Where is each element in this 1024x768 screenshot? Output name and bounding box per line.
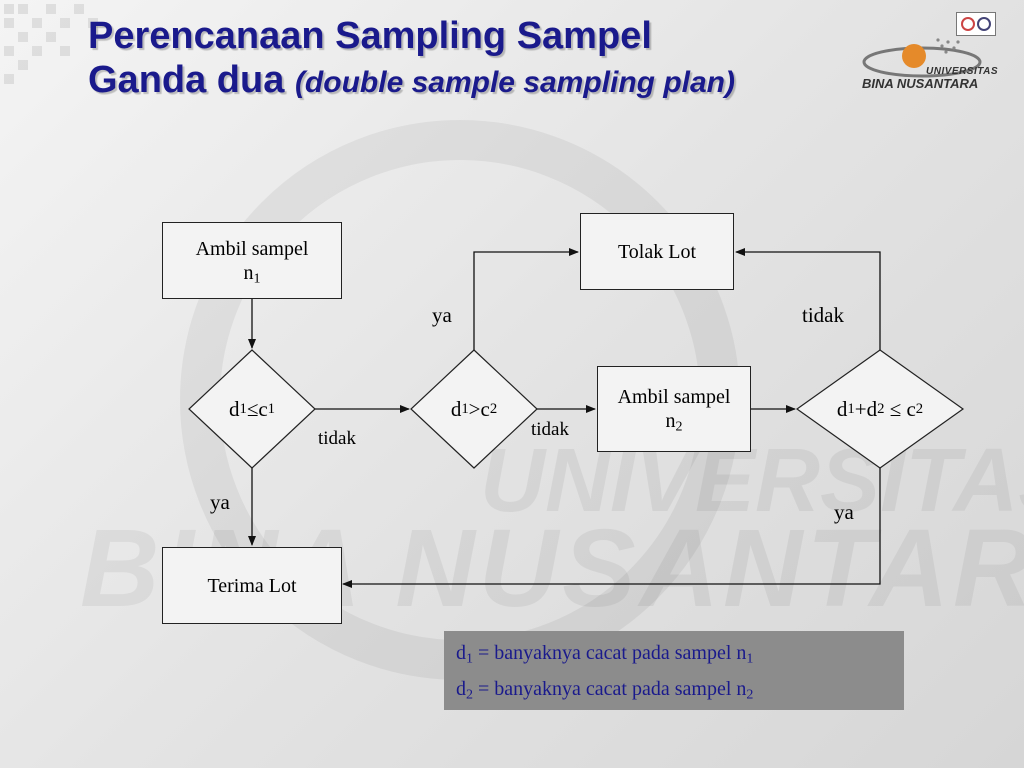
edge-decision3-to-tolak <box>735 248 881 350</box>
ambil-sampel-2-label: Ambil sampel <box>617 386 731 408</box>
title-italic: (double sample sampling plan) <box>294 66 735 99</box>
ambil-sampel-1-box: Ambil sampel n1 <box>162 222 342 299</box>
logo-line1: UNIVERSITAS <box>926 66 998 77</box>
decision-2-diamond <box>410 349 538 469</box>
tolak-lot-box: Tolak Lot <box>580 213 734 290</box>
edge-label-d2-tidak: tidak <box>531 419 569 440</box>
corner-badge-icon <box>956 12 996 36</box>
terima-lot-label: Terima Lot <box>207 574 297 597</box>
ambil-sampel-2-box: Ambil sampel n2 <box>597 366 751 452</box>
legend-row-2: d2 = banyaknya cacat pada sampel n2 <box>456 678 754 703</box>
terima-lot-box: Terima Lot <box>162 547 342 624</box>
ambil-sampel-1-label: Ambil sampel <box>195 237 309 260</box>
university-logo-icon <box>862 38 982 78</box>
tolak-lot-label: Tolak Lot <box>617 240 697 263</box>
ambil-sampel-2-var: n2 <box>665 410 683 435</box>
slide-title: Perencanaan Sampling Sampel Ganda dua (d… <box>88 14 735 105</box>
edge-label-d3-ya: ya <box>834 500 854 524</box>
edge-label-d1-tidak: tidak <box>318 428 356 449</box>
edge-decision3-to-terima <box>342 468 881 588</box>
title-line1: Perencanaan Sampling Sampel <box>88 15 652 57</box>
ambil-sampel-1-var: n1 <box>243 261 261 286</box>
title-line2: Ganda dua <box>88 59 285 101</box>
logo-line2: BINA NUSANTARA <box>862 76 979 91</box>
legend-box: d1 = banyaknya cacat pada sampel n1 d2 =… <box>444 631 904 710</box>
watermark-line1: UNIVERSITAS <box>480 431 1024 531</box>
edge-label-d1-ya: ya <box>210 490 230 514</box>
edge-decision2-to-tolak <box>473 248 579 350</box>
legend-row-1: d1 = banyaknya cacat pada sampel n1 <box>456 642 754 667</box>
edge-label-d3-tidak: tidak <box>802 303 844 327</box>
decorative-squares <box>4 4 98 84</box>
edge-label-d2-ya: ya <box>432 303 452 327</box>
